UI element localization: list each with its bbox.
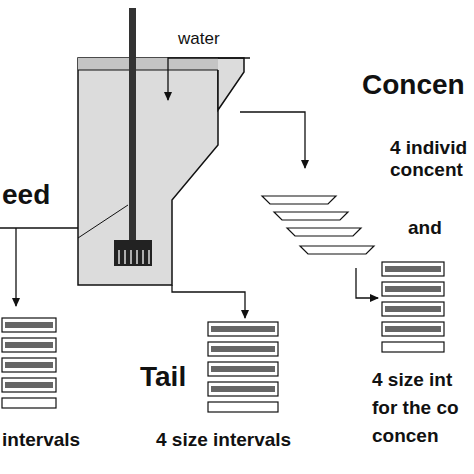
sieve-pan (382, 342, 444, 352)
feed-line (0, 227, 78, 228)
feed-pipe (78, 205, 128, 238)
sieve (382, 262, 444, 276)
water-level (78, 70, 218, 71)
sieve-mesh (211, 346, 275, 352)
sieve-mesh (385, 306, 441, 312)
overflow-lip (218, 58, 244, 110)
concentrate-sample-arrow (356, 268, 378, 298)
sieve-mesh (5, 342, 53, 348)
feed-sample-arrow (15, 228, 16, 306)
impeller-blade (142, 250, 144, 264)
sieve (208, 382, 278, 396)
sieve-mesh (385, 286, 441, 292)
sieve-pan (208, 402, 278, 412)
sieve (208, 322, 278, 336)
label-text: Tail (140, 362, 186, 393)
label-text: 4 size intervals (156, 430, 291, 451)
tank (78, 58, 218, 285)
label-text: concent (390, 160, 463, 181)
label-text: Concen (362, 70, 465, 101)
sieve-mesh (5, 362, 53, 368)
label-text: and (408, 218, 442, 239)
impeller-blade (118, 250, 120, 264)
plate (274, 212, 348, 220)
plate (287, 228, 361, 236)
sieve-mesh (211, 326, 275, 332)
plate (300, 246, 374, 254)
label-text: for the co (372, 398, 459, 419)
sieve (382, 322, 444, 336)
concentrate-arrow (240, 112, 305, 168)
sieve (2, 318, 56, 332)
tail-arrow (172, 285, 245, 318)
water-arrow (168, 58, 250, 100)
stirrer-shaft (129, 8, 136, 240)
label-text: 4 individ (390, 138, 467, 159)
label-text: water (178, 30, 220, 49)
label-text: 4 size int (372, 370, 452, 391)
impeller-blade (136, 250, 138, 264)
sieve (208, 362, 278, 376)
water-band (78, 58, 218, 70)
concentrate-plates (262, 196, 374, 254)
sieve (208, 342, 278, 356)
plate (262, 196, 336, 204)
sieve-mesh (385, 266, 441, 272)
sieve-pan (2, 398, 56, 408)
sieve-mesh (211, 386, 275, 392)
sieve (2, 338, 56, 352)
sieve-mesh (385, 326, 441, 332)
impeller (114, 240, 152, 266)
sieve (2, 358, 56, 372)
label-text: eed (2, 180, 50, 211)
impeller-blade (148, 250, 150, 264)
label-text: intervals (2, 430, 80, 451)
sieve (382, 302, 444, 316)
impeller-blade (124, 250, 126, 264)
impeller-blade (130, 250, 132, 264)
impeller-blades (119, 250, 149, 264)
sieve (2, 378, 56, 392)
sieve-mesh (211, 366, 275, 372)
label-text: concen (372, 426, 439, 447)
sieve-mesh (5, 322, 53, 328)
sieve (382, 282, 444, 296)
sieve-mesh (5, 382, 53, 388)
